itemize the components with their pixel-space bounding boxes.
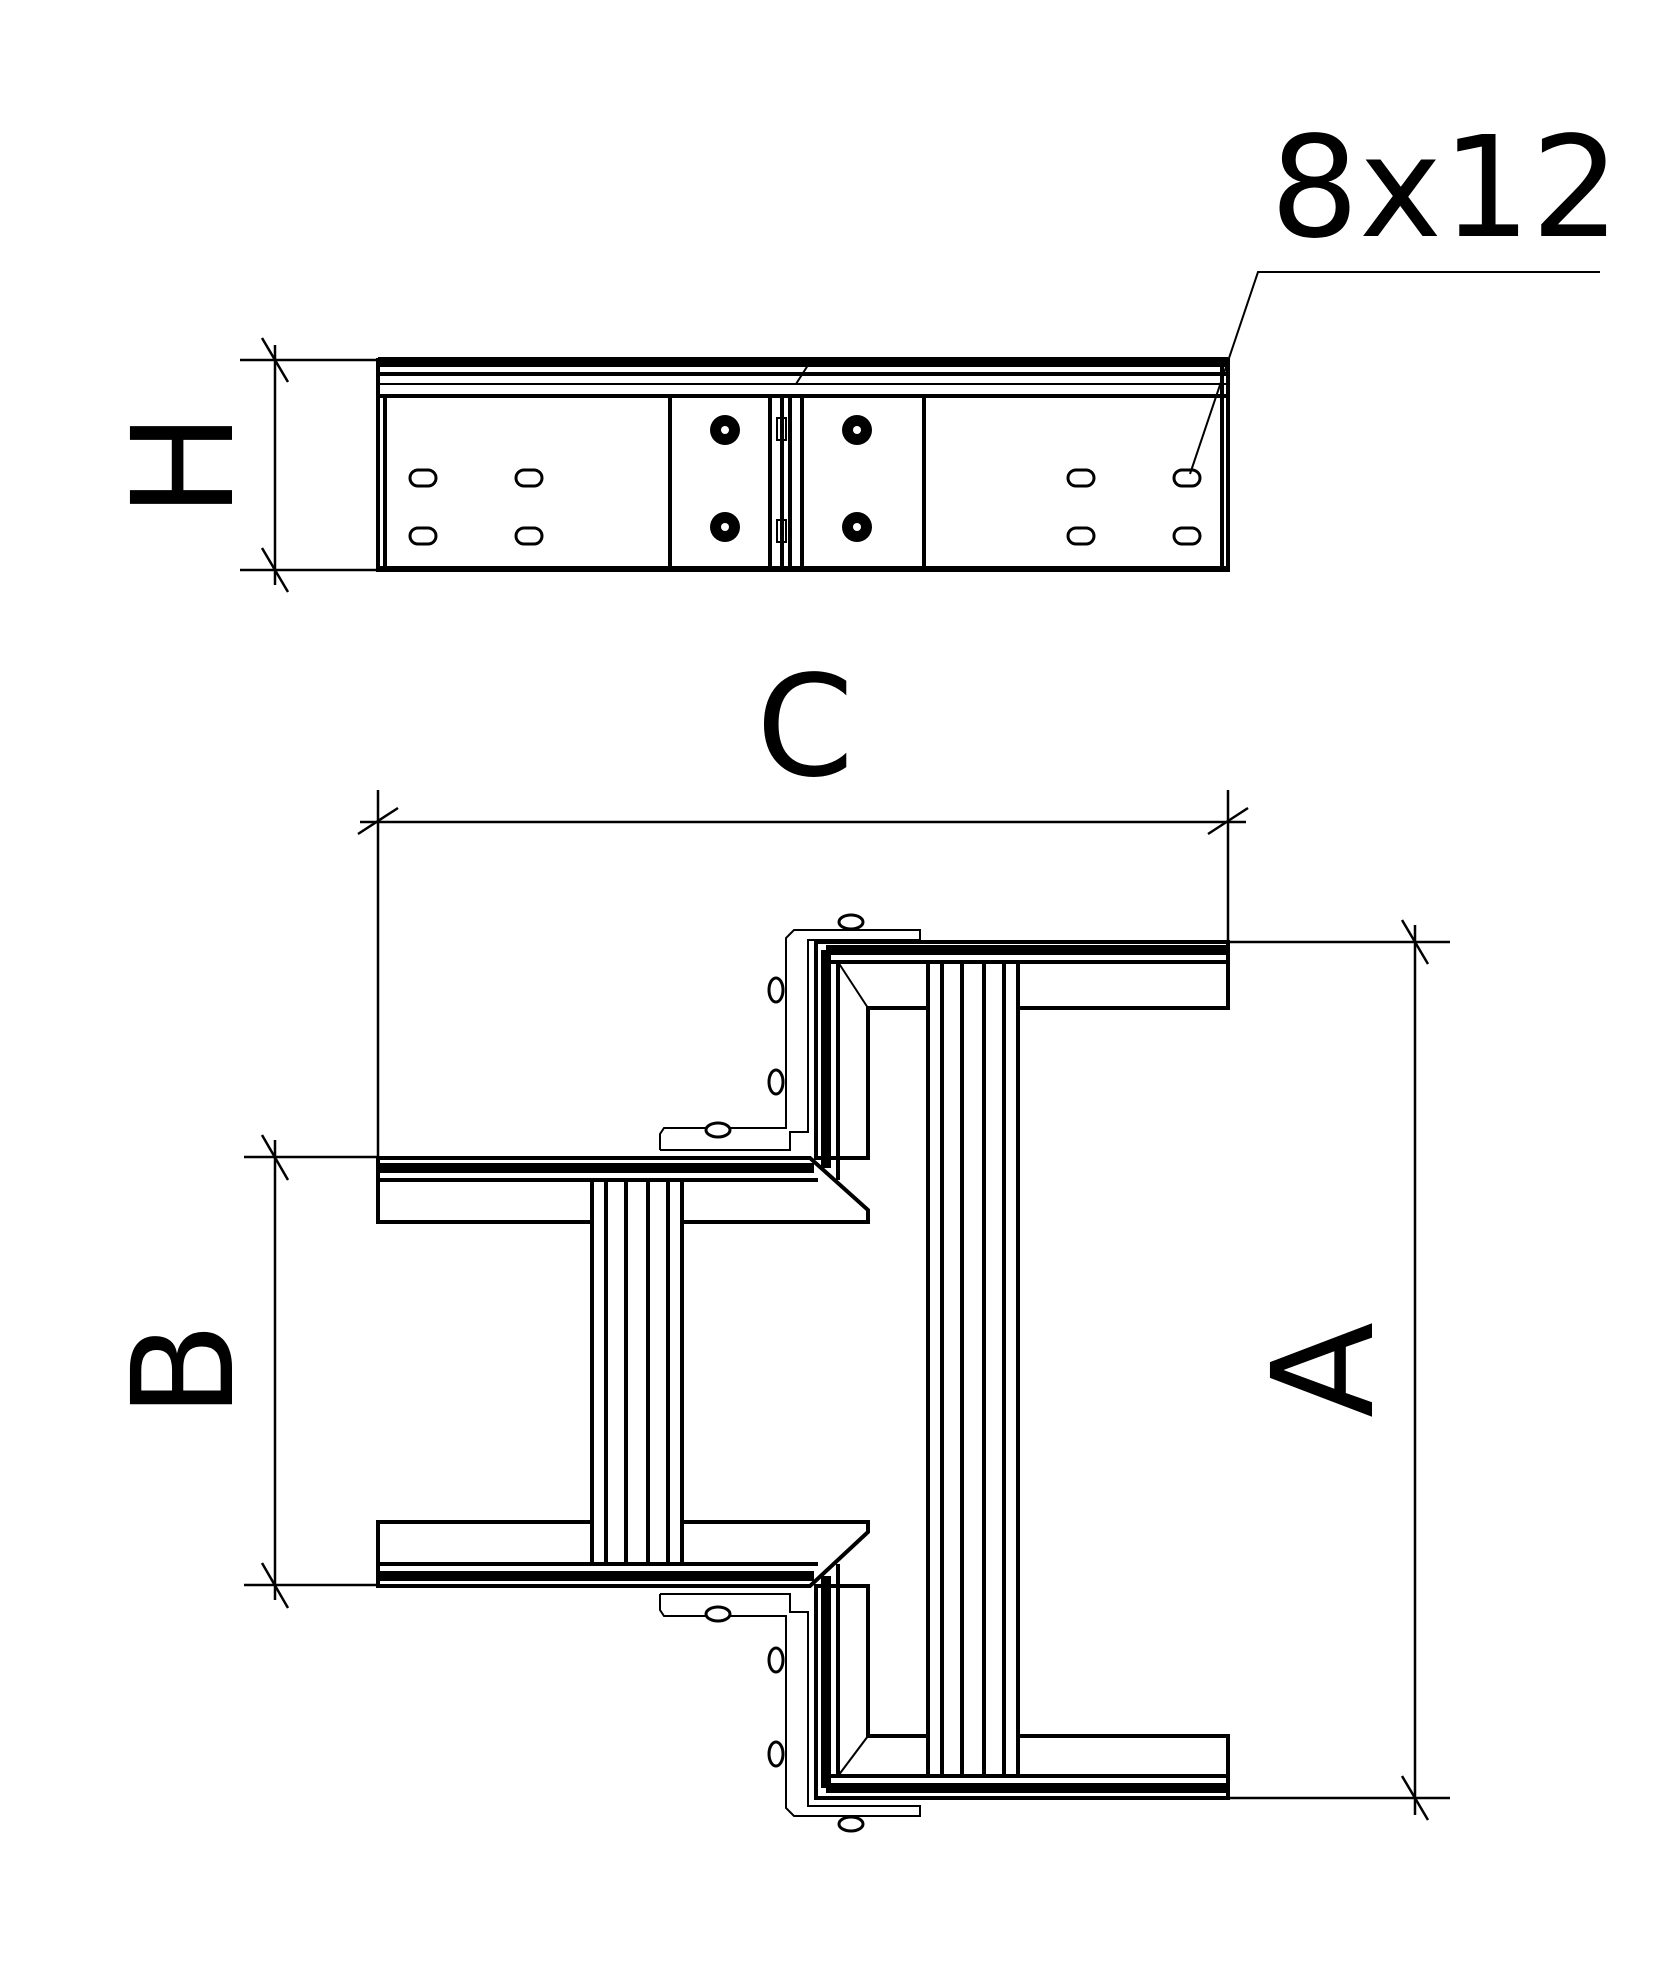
width-c-dimension [357,790,1249,1156]
width-b-label: B [103,1322,266,1418]
splice-bracket-top [659,913,921,1151]
plan-view: C B A [103,646,1450,1833]
splice-plate-left [668,394,772,570]
width-c-label: C [756,646,854,809]
splice-bracket-bottom [659,1593,921,1833]
width-a-label: A [1243,1322,1406,1418]
hole-leader-line [1189,271,1600,475]
bolt-icon [704,913,865,1139]
width-b-dimension [244,1134,378,1609]
splice-plate-right [800,394,926,570]
side-view: 8x12 H [103,107,1620,593]
height-label: H [103,412,266,517]
slotted-hole-icon [408,468,1202,546]
narrow-tray [376,1156,870,1588]
width-a-dimension [1228,919,1450,1821]
bolt-icon [704,1605,865,1833]
bolt-icon [710,415,872,542]
height-dimension [240,337,378,593]
wide-tray [814,940,1230,1800]
hole-size-label: 8x12 [1270,107,1620,270]
